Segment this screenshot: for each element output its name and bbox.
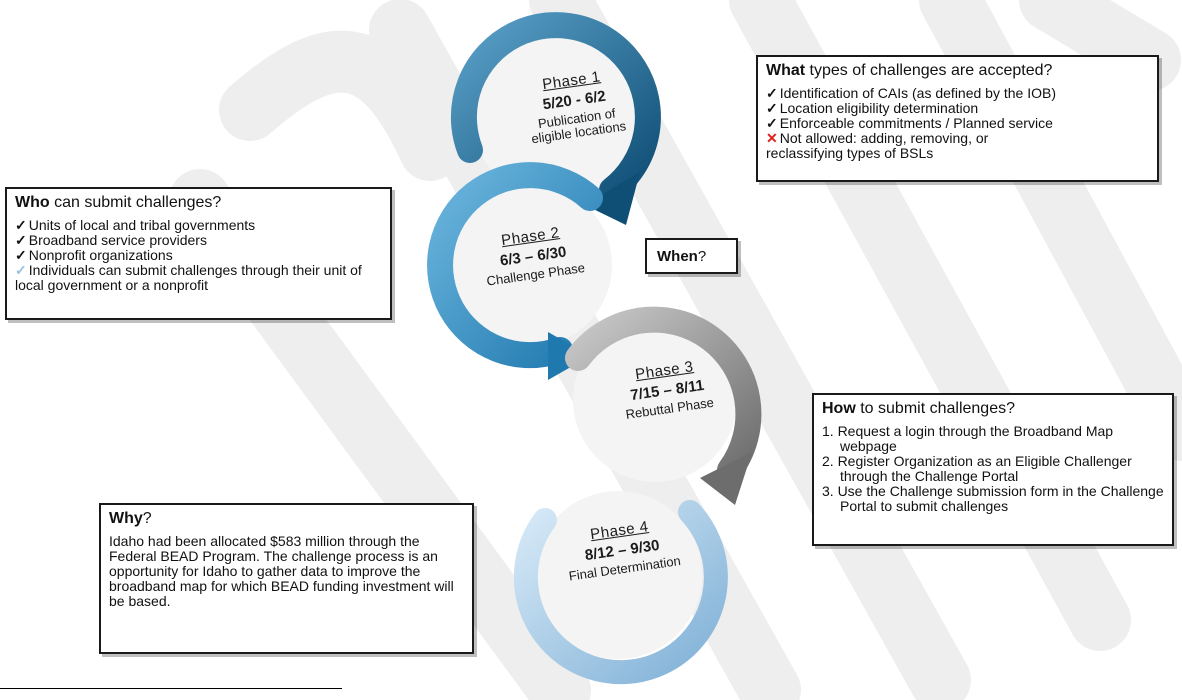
cross-icon: ✕ (766, 130, 778, 146)
phase-1-arrow-icon (450, 12, 661, 225)
who-note: ✓Individuals can submit challenges throu… (15, 262, 362, 293)
check-icon: ✓ (766, 100, 778, 116)
what-item: ✓Location eligibility determination (766, 100, 979, 116)
what-item: ✓Enforceable commitments / Planned servi… (766, 115, 1053, 131)
when-box: When? (645, 238, 738, 274)
check-icon: ✓ (766, 85, 778, 101)
what-heading: What types of challenges are accepted? (766, 62, 1053, 79)
who-heading: Who can submit challenges? (15, 194, 222, 211)
when-heading: When? (657, 248, 707, 265)
how-box: How to submit challenges? 1. Request a l… (812, 393, 1174, 546)
who-item: ✓Broadband service providers (15, 232, 207, 248)
who-box: Who can submit challenges? ✓Units of loc… (5, 187, 392, 320)
how-step: 1. Request a login through the Broadband… (822, 423, 1114, 454)
how-step: 3. Use the Challenge submission form in … (822, 483, 1164, 514)
check-icon: ✓ (15, 217, 27, 233)
who-item: ✓Units of local and tribal governments (15, 217, 256, 233)
phase-4-arrow-icon (513, 491, 728, 685)
check-icon: ✓ (766, 115, 778, 131)
what-item: ✓Identification of CAIs (as defined by t… (766, 85, 1056, 101)
check-icon: ✓ (15, 247, 27, 263)
how-step: 2. Register Organization as an Eligible … (822, 453, 1132, 484)
phase-3-arrow-icon (565, 306, 762, 505)
why-heading: Why? (109, 510, 152, 527)
check-icon: ✓ (15, 262, 27, 278)
who-item: ✓Nonprofit organizations (15, 247, 173, 263)
what-not-allowed: ✕Not allowed: adding, removing, or recla… (766, 130, 989, 161)
how-heading: How to submit challenges? (822, 400, 1015, 417)
why-box: Why? Idaho had been allocated $583 milli… (99, 503, 474, 654)
what-box: What types of challenges are accepted? ✓… (756, 55, 1159, 182)
check-icon: ✓ (15, 232, 27, 248)
footnote-divider (0, 688, 342, 689)
why-body: Idaho had been allocated $583 million th… (109, 533, 454, 609)
